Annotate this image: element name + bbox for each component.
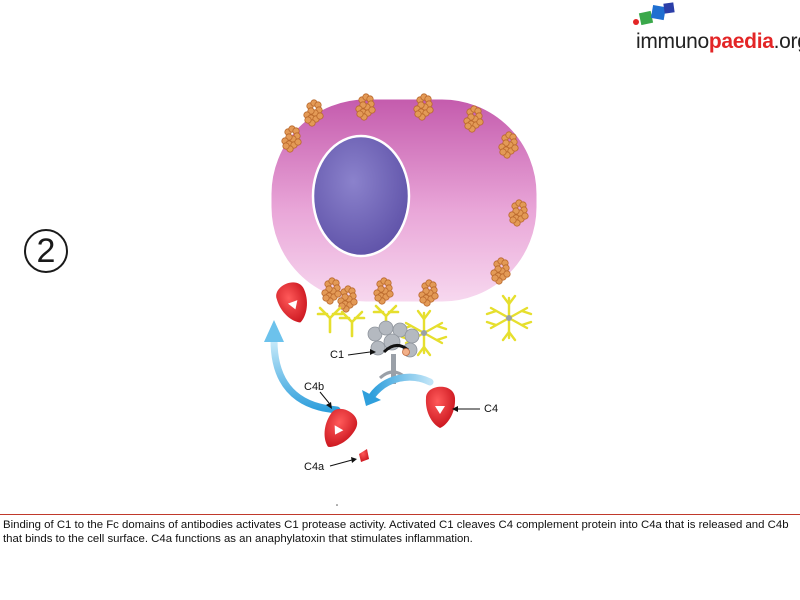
- curved-arrow-icon: [264, 320, 434, 414]
- c4a-fragment-icon: [359, 449, 369, 462]
- figure-caption: Binding of C1 to the Fc domains of antib…: [3, 519, 789, 545]
- label-c4b: C4b: [304, 381, 325, 393]
- logo-text-3: .org: [773, 30, 800, 53]
- logo-cubes-icon: [633, 2, 675, 26]
- site-logo: immunopaedia.org: [636, 30, 800, 54]
- label-c1: C1: [330, 349, 345, 361]
- pointer-arrow-icon: [319, 349, 480, 467]
- caption-divider: [0, 514, 800, 515]
- logo-text-2: paedia: [708, 30, 774, 53]
- label-c4a: C4a: [304, 461, 325, 473]
- label-c4: C4: [484, 403, 499, 415]
- c4-molecule-icon: [425, 386, 456, 428]
- logo-text-1: immuno: [636, 30, 709, 53]
- step-number-badge: 2: [24, 229, 68, 273]
- nucleus-icon: [311, 134, 411, 258]
